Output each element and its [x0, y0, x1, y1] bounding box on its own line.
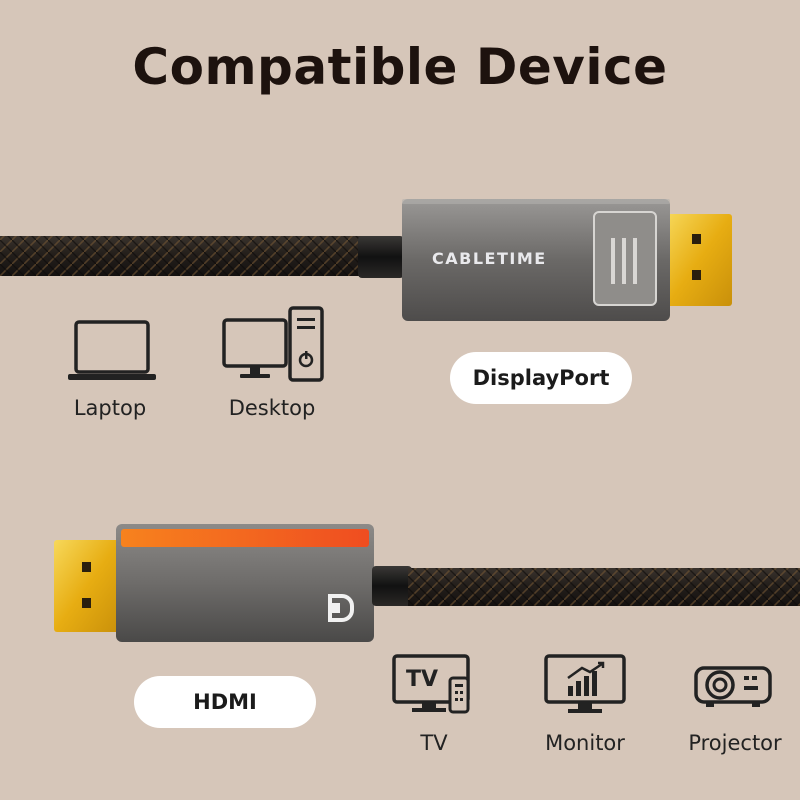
displayport-connector	[402, 199, 732, 321]
tv-icon-text: TV	[406, 667, 438, 692]
hdmi-label: HDMI	[134, 676, 316, 728]
top-cable	[0, 236, 404, 278]
displayport-label: DisplayPort	[450, 352, 632, 404]
hdmi-side-connector	[54, 524, 374, 642]
bottom-cable	[372, 566, 800, 606]
device-label-projector: Projector	[688, 731, 782, 755]
device-label-laptop: Laptop	[73, 396, 147, 420]
laptop-icon	[68, 320, 156, 380]
device-label-monitor: Monitor	[545, 731, 625, 755]
device-label-desktop: Desktop	[228, 396, 316, 420]
device-label-tv: TV	[420, 731, 448, 755]
brand-logo-text: CABLETIME	[432, 249, 547, 268]
tv-icon: TV	[392, 654, 470, 714]
monitor-icon	[544, 654, 626, 713]
page-title: Compatible Device	[132, 38, 668, 96]
projector-icon	[694, 666, 772, 707]
desktop-icon	[222, 306, 324, 382]
